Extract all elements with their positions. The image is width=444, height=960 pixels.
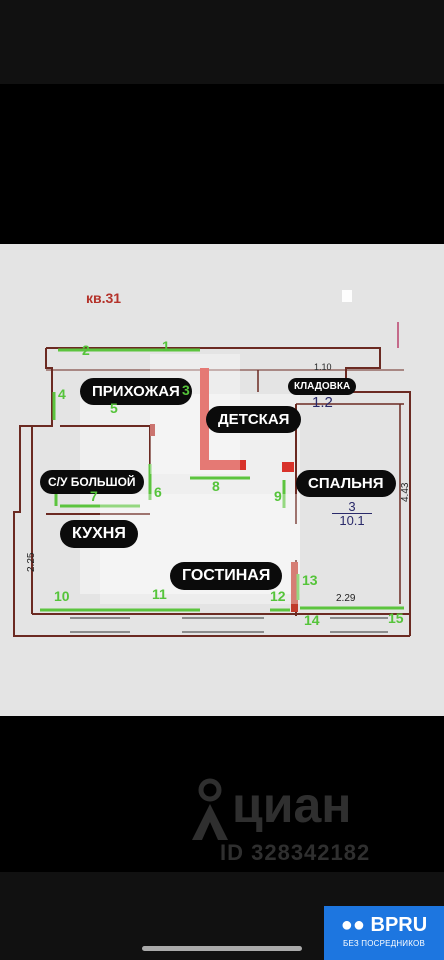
marker-12: 12 [270,588,286,604]
marker-3: 3 [182,382,190,398]
watermark-brand: циан [232,777,352,833]
bpru-badge[interactable]: ●● BPRU БЕЗ ПОСРЕДНИКОВ [324,906,444,960]
watermark-listing-id: ID 328342182 [220,840,371,865]
storage-width-label: 1.10 [314,362,332,372]
people-icon: ●● [340,914,371,936]
room-label-hallway: ПРИХОЖАЯ [80,378,192,405]
room-label-kitchen: КУХНЯ [60,520,138,548]
marker-11: 11 [152,586,167,602]
room-label-bedroom: СПАЛЬНЯ [296,470,396,497]
marker-7: 7 [90,488,98,504]
marker-5: 5 [110,400,118,416]
marker-4: 4 [58,386,66,402]
marker-9: 9 [274,488,282,504]
room-label-living: ГОСТИНАЯ [170,562,283,590]
cian-watermark: циан ID 328342182 [188,777,438,878]
marker-6: 6 [154,484,162,500]
bedroom-depth-label: 4.43 [400,482,411,502]
floor-plan-photo: кв.31 1.10 1.2 4.43 2.25 2.29 3 10.1 ПРИ… [0,244,444,716]
marker-8: 8 [212,478,220,494]
location-pin-icon [192,778,228,840]
badge-tagline: БЕЗ ПОСРЕДНИКОВ [343,939,425,948]
bottom-right-dimension: 2.29 [336,593,356,604]
apartment-heading: кв.31 [86,290,122,306]
bedroom-area-num: 3 [348,499,356,514]
top-bar [0,0,444,84]
marker-2: 2 [82,342,90,358]
marker-14: 14 [304,612,320,628]
kitchen-width-label: 2.25 [26,552,37,572]
bedroom-area-value: 10.1 [332,513,372,527]
marker-15: 15 [388,610,404,626]
room-label-storage: КЛАДОВКА [288,378,357,395]
marker-1: 1 [162,338,170,354]
room-label-kids: ДЕТСКАЯ [206,406,302,433]
home-indicator[interactable] [142,946,302,951]
marker-13: 13 [302,572,318,588]
bedroom-area: 3 10.1 [332,500,372,527]
room-label-bathroom: С/У БОЛЬШОЙ [40,470,144,494]
badge-brand: BPRU [370,914,428,936]
marker-10: 10 [54,588,70,604]
storage-area-label: 1.2 [312,394,333,411]
